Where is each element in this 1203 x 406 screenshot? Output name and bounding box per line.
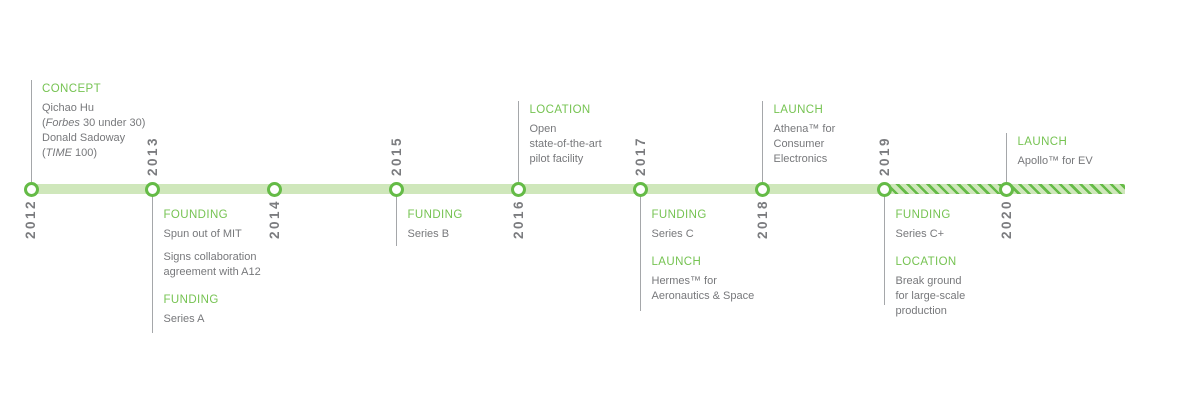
node-connector-line bbox=[30, 80, 32, 182]
event-paragraph: Series C+ bbox=[896, 227, 1032, 242]
node-connector-line bbox=[518, 101, 519, 182]
event-category-label: FUNDING bbox=[895, 209, 951, 221]
timeline-band-solid bbox=[30, 184, 885, 194]
timeline-event: FUNDING Series B bbox=[408, 208, 544, 242]
event-text-line: Series B bbox=[407, 228, 450, 240]
year-label: 2016 bbox=[510, 198, 526, 240]
timeline-node-circle bbox=[511, 181, 526, 197]
event-text-line: Spun out of MIT bbox=[163, 228, 242, 240]
event-category-label: LOCATION bbox=[895, 256, 957, 268]
event-text-line: (TIME 100) bbox=[42, 147, 98, 159]
event-category-label: LAUNCH bbox=[773, 104, 824, 116]
event-text-line: production bbox=[895, 305, 947, 317]
event-category-label: LAUNCH bbox=[1017, 136, 1068, 148]
event-paragraph: Signs collaboration agreement with A12 bbox=[164, 250, 300, 280]
event-category-label: FUNDING bbox=[407, 209, 463, 221]
year-label: 2012 bbox=[23, 198, 38, 240]
event-text-line: Donald Sadoway bbox=[42, 132, 126, 144]
event-category-label: LAUNCH bbox=[651, 256, 702, 268]
year-label: 2019 bbox=[876, 135, 892, 177]
node-content-2013: FOUNDING Spun out of MIT Signs collaborati… bbox=[164, 208, 300, 327]
event-text-line: Open bbox=[529, 123, 557, 135]
event-paragraph: Break ground for large-scale production bbox=[896, 274, 1032, 319]
node-content-2012: CONCEPT Qichao Hu (Forbes 30 under 30) Dona… bbox=[42, 82, 178, 161]
timeline-node-circle bbox=[23, 181, 39, 197]
event-text-line: state-of-the-art bbox=[529, 138, 602, 150]
event-paragraph: Open state-of-the-art pilot facility bbox=[530, 122, 666, 167]
year-label: 2015 bbox=[388, 135, 404, 177]
timeline-node-circle bbox=[999, 181, 1014, 197]
node-connector-line bbox=[152, 196, 153, 333]
timeline-event: FUNDING Series C+ bbox=[896, 208, 1032, 242]
node-content-2016: LOCATION Open state-of-the-art pilot facili… bbox=[530, 103, 666, 167]
year-label: 2020 bbox=[998, 198, 1014, 240]
timeline-event: LOCATION Break ground for large-scale produ… bbox=[896, 255, 1032, 319]
year-label: 2018 bbox=[754, 198, 770, 240]
event-text-line: Consumer bbox=[773, 138, 825, 150]
node-connector-line bbox=[1006, 133, 1007, 182]
timeline-node-circle bbox=[267, 181, 282, 197]
event-text-line: Aeronautics & Space bbox=[651, 290, 755, 302]
event-paragraph: Spun out of MIT bbox=[164, 227, 300, 242]
event-text-line: agreement with A12 bbox=[163, 266, 261, 278]
event-text-line: Electronics bbox=[773, 153, 828, 165]
timeline-node-circle bbox=[389, 181, 404, 197]
node-connector-line bbox=[396, 196, 397, 246]
timeline-node-circle bbox=[877, 181, 892, 197]
event-paragraph: Series A bbox=[164, 312, 300, 327]
timeline-event: FOUNDING Spun out of MIT Signs collaborati… bbox=[164, 208, 300, 280]
event-category-label: FUNDING bbox=[651, 209, 707, 221]
timeline-event: CONCEPT Qichao Hu (Forbes 30 under 30) Dona… bbox=[42, 82, 178, 161]
event-category-label: LOCATION bbox=[529, 104, 591, 116]
year-label: 2013 bbox=[144, 135, 160, 177]
event-category-label: FUNDING bbox=[163, 294, 219, 306]
event-text-line: for large-scale bbox=[895, 290, 966, 302]
year-label: 2014 bbox=[266, 198, 282, 240]
event-paragraph: Series C bbox=[652, 227, 788, 242]
event-text-line: Series C bbox=[651, 228, 694, 240]
event-text-line: Hermes™ for bbox=[651, 275, 717, 287]
node-content-2020: LAUNCH Apollo™ for EV bbox=[1018, 135, 1154, 169]
timeline-event: FUNDING Series A bbox=[164, 293, 300, 327]
node-connector-line bbox=[640, 196, 641, 311]
event-text-line: Series C+ bbox=[895, 228, 945, 240]
timeline-event: LOCATION Open state-of-the-art pilot facili… bbox=[530, 103, 666, 167]
node-connector-line bbox=[884, 196, 885, 305]
timeline-event: FUNDING Series C bbox=[652, 208, 788, 242]
event-text-line: Qichao Hu bbox=[42, 102, 94, 114]
event-category-label: FOUNDING bbox=[163, 209, 229, 221]
event-text-line: pilot facility bbox=[529, 153, 584, 165]
year-label: 2017 bbox=[632, 135, 648, 177]
event-paragraph: Series B bbox=[408, 227, 544, 242]
node-content-2015: FUNDING Series B bbox=[408, 208, 544, 242]
node-connector-line bbox=[762, 101, 763, 182]
event-paragraph: Apollo™ for EV bbox=[1018, 154, 1154, 169]
event-category-label: CONCEPT bbox=[42, 83, 102, 95]
event-text-line: Series A bbox=[163, 313, 205, 325]
timeline-node-circle bbox=[145, 181, 160, 197]
event-paragraph: Qichao Hu (Forbes 30 under 30) Donald Sado… bbox=[42, 101, 178, 161]
event-text-line: Signs collaboration bbox=[163, 251, 257, 263]
timeline-event: LAUNCH Apollo™ for EV bbox=[1018, 135, 1154, 169]
event-text-line: (Forbes 30 under 30) bbox=[42, 117, 146, 129]
node-content-2019: FUNDING Series C+ LOCATION Break ground for … bbox=[896, 208, 1032, 319]
timeline-node-circle bbox=[633, 181, 648, 197]
event-text-line: Apollo™ for EV bbox=[1017, 155, 1093, 167]
event-text-line: Athena™ for bbox=[773, 123, 836, 135]
event-text-line: Break ground bbox=[895, 275, 962, 287]
timeline-node-circle bbox=[755, 181, 770, 197]
